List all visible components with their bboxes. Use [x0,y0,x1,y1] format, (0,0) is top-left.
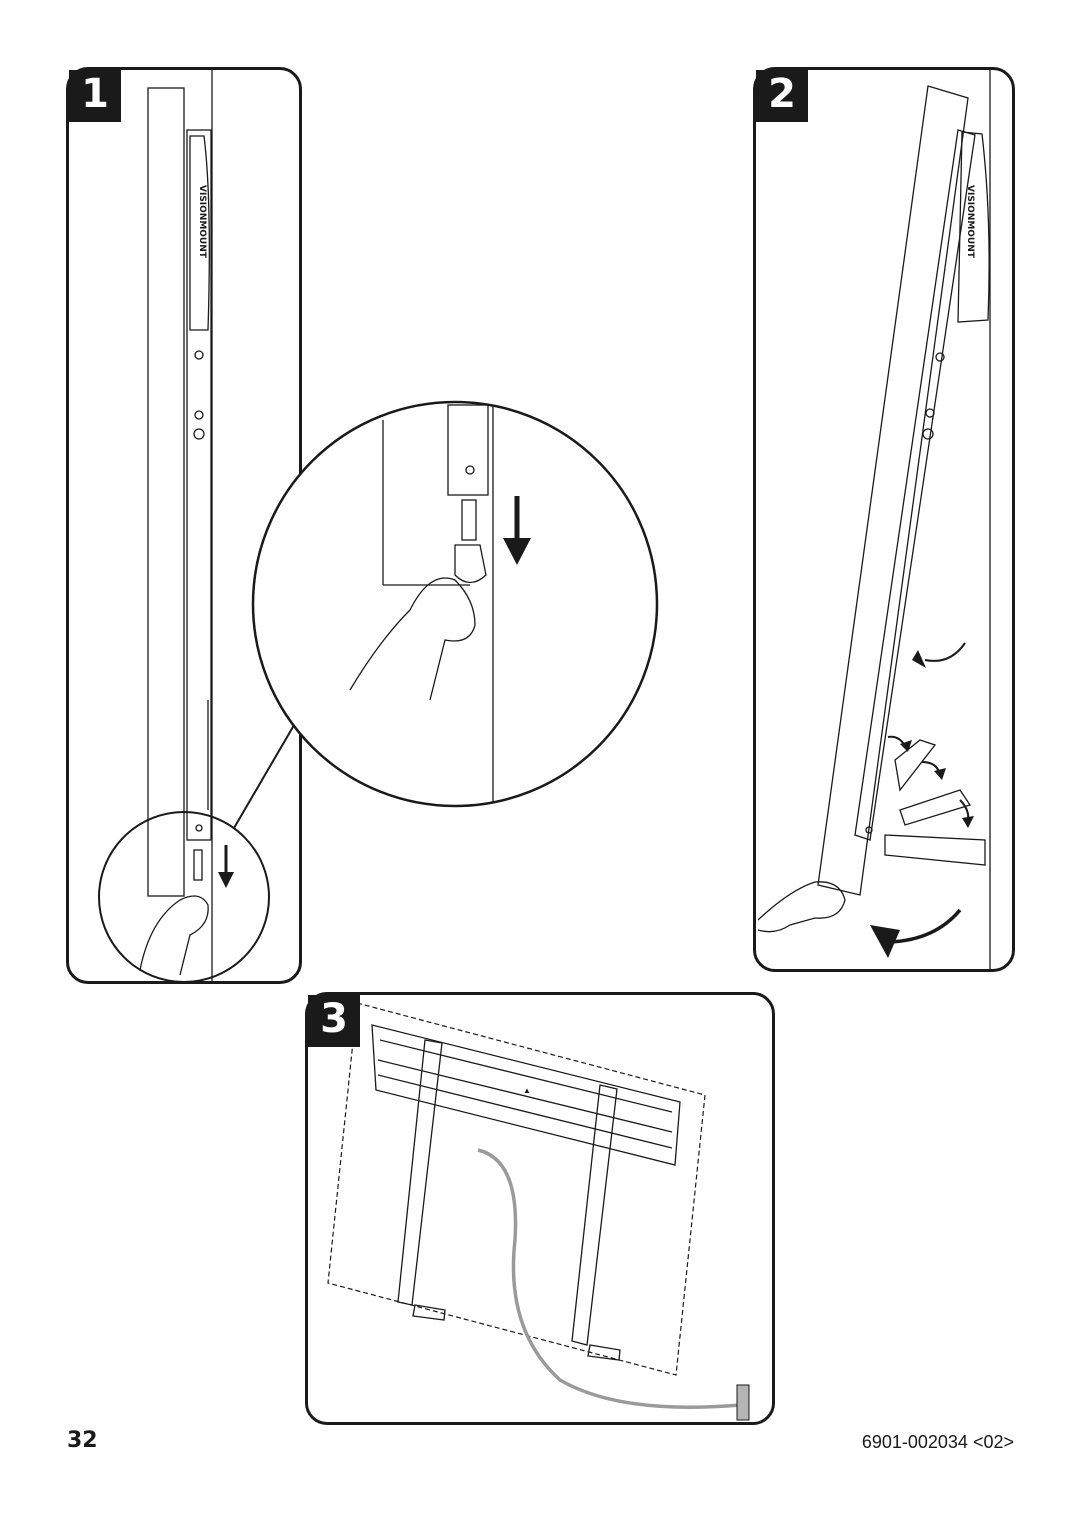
svg-text:▲: ▲ [523,1086,531,1095]
arrow-down-icon [503,496,531,565]
tv-side [817,85,969,896]
step-1-badge: 1 [69,70,121,122]
step-3-badge: 3 [308,995,360,1047]
zoom-circle-small [98,811,270,983]
hand-icon [757,881,846,933]
tv-outline-dashed [327,1002,706,1376]
cable [477,1148,741,1409]
document-code: 6901-002034 <02> [861,1432,1014,1452]
wall-plate [371,1024,681,1166]
curved-arrow-icon [912,642,966,668]
left-upright [397,1039,443,1306]
hand-icon [349,577,476,701]
arrow-down-icon [218,845,234,888]
mount-brand-text: VISIONMOUNT [965,185,975,259]
mount-rail [186,129,212,841]
curved-arrow-icon [870,908,962,958]
right-upright [571,1084,618,1346]
hand-icon [139,895,209,976]
step-3-panel [305,992,775,1425]
mount-badge [189,135,210,331]
mount-brand-text: VISIONMOUNT [197,185,207,259]
zoom-rail [447,404,489,496]
zoom-pointer-line [233,719,298,829]
curved-arrow-icon [921,761,946,780]
outlet-box [736,1384,750,1421]
zoom-circle-large [251,400,659,808]
curved-arrow-icon [887,735,912,752]
page-number: 32 [67,1428,98,1453]
step-2-badge: 2 [756,70,808,122]
mount-badge [957,131,990,323]
curved-arrow-icon [959,799,974,828]
tv-side [147,87,185,897]
